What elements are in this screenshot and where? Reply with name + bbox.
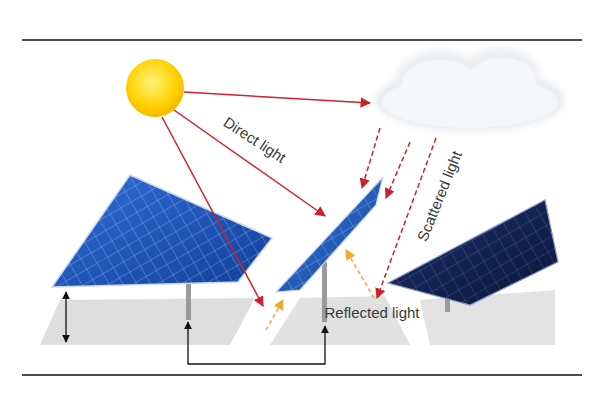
light-label: Direct light [220, 114, 288, 166]
light-label: Scattered light [414, 148, 465, 243]
light-label: Reflected light [324, 305, 419, 322]
